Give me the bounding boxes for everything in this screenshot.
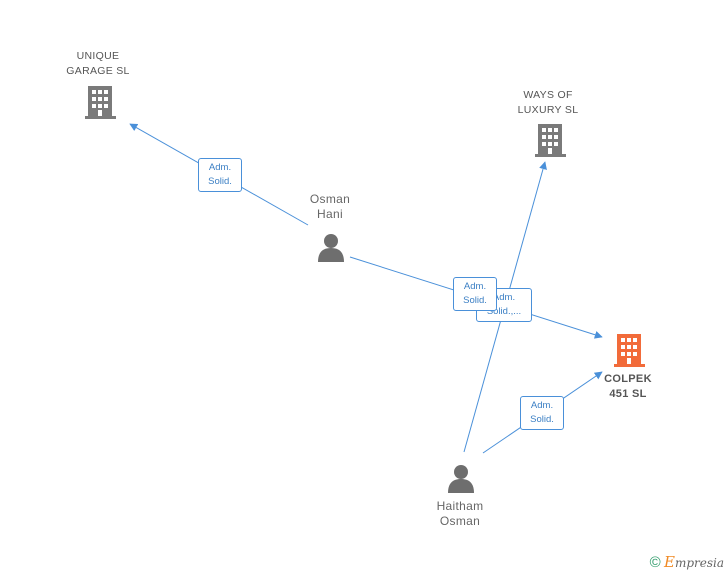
edge-label-osman-unique: Adm. Solid. [198,158,242,192]
building-icon[interactable] [535,124,566,157]
copyright-icon: © [649,554,661,571]
company-label-colpek[interactable]: COLPEK 451 SL [604,373,652,400]
watermark: © Empresia [650,553,724,571]
person-label-haitham-osman[interactable]: Haitham Osman [436,499,484,528]
edge-label-haitham-colpek: Adm. Solid. [520,396,564,430]
edge-label-osman-colpek: Adm. Solid. [453,277,497,311]
brand-logo-initial: E [663,553,675,571]
brand-logo-text: mpresia [674,556,724,570]
company-label-unique-garage[interactable]: UNIQUE GARAGE SL [66,50,130,77]
building-icon[interactable] [85,86,116,119]
person-icon[interactable] [318,234,344,262]
person-icon[interactable] [448,465,474,493]
person-label-osman-hani[interactable]: Osman Hani [309,192,351,221]
company-label-ways-of-luxury[interactable]: WAYS OF LUXURY SL [517,89,579,116]
building-icon[interactable] [614,334,645,367]
